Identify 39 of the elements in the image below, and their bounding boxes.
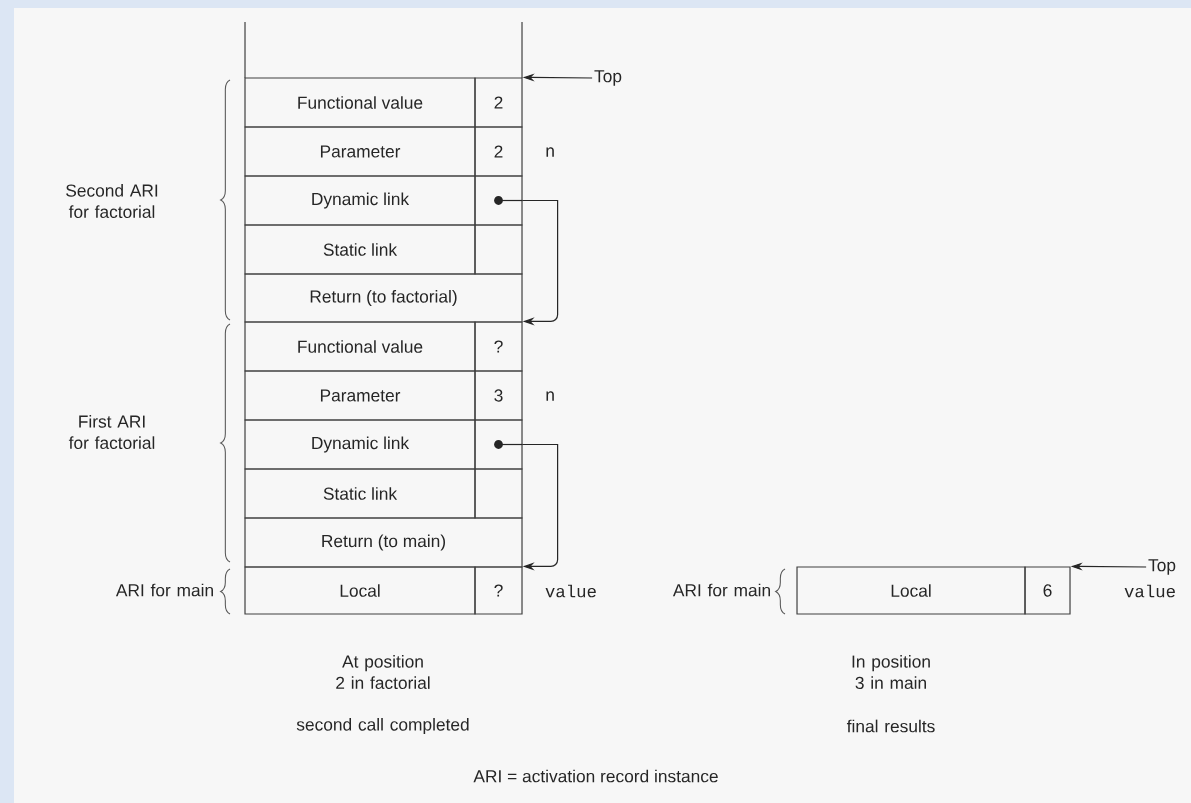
annotation: final results bbox=[846, 719, 935, 733]
top-label: Top bbox=[594, 70, 622, 86]
arrow bbox=[522, 199, 559, 326]
annotation: At position 2 in factorial bbox=[336, 654, 430, 690]
annotation: Second ARI for factorial bbox=[66, 183, 158, 219]
stack-cell: ? bbox=[474, 566, 523, 615]
stack-cell bbox=[474, 224, 523, 275]
stack-cell: 2 bbox=[474, 77, 523, 128]
annotation: First ARI for factorial bbox=[68, 414, 155, 450]
stack-cell: Static link bbox=[244, 224, 476, 275]
annotation: second call completed bbox=[296, 717, 469, 735]
variable-name: value bbox=[545, 584, 596, 598]
variable-name: n bbox=[546, 147, 554, 157]
stack-cell: Functional value bbox=[244, 321, 476, 372]
stack-cell: Parameter bbox=[244, 370, 476, 421]
stack-cell: 2 bbox=[474, 126, 523, 177]
stack-cell bbox=[474, 175, 523, 226]
stack-cell: Return (to main) bbox=[244, 517, 523, 568]
stack-cell: 6 bbox=[1024, 566, 1071, 615]
stack-cell bbox=[474, 468, 523, 519]
annotation: In position 3 in main bbox=[852, 654, 930, 690]
annotation: ARI for main bbox=[672, 583, 770, 597]
variable-name: n bbox=[546, 391, 554, 401]
stack-cell: Return (to factorial) bbox=[244, 273, 523, 323]
stack-cell: Dynamic link bbox=[244, 419, 476, 470]
annotation: ARI for main bbox=[115, 583, 213, 597]
stack-cell: ? bbox=[474, 321, 523, 372]
arrow bbox=[522, 443, 559, 571]
stack-cell: Functional value bbox=[244, 77, 476, 128]
stack-cell: Dynamic link bbox=[244, 175, 476, 226]
annotation: value bbox=[1124, 584, 1175, 598]
caption: ARI = activation record instance bbox=[473, 769, 718, 783]
stack-cell: Static link bbox=[244, 468, 476, 519]
stack-cell: Local bbox=[796, 566, 1026, 615]
stack-cell bbox=[474, 419, 523, 470]
stack-cell: Local bbox=[244, 566, 476, 615]
top-label: Top bbox=[1148, 559, 1176, 575]
stack-cell: 3 bbox=[474, 370, 523, 421]
stack-cell: Parameter bbox=[244, 126, 476, 177]
